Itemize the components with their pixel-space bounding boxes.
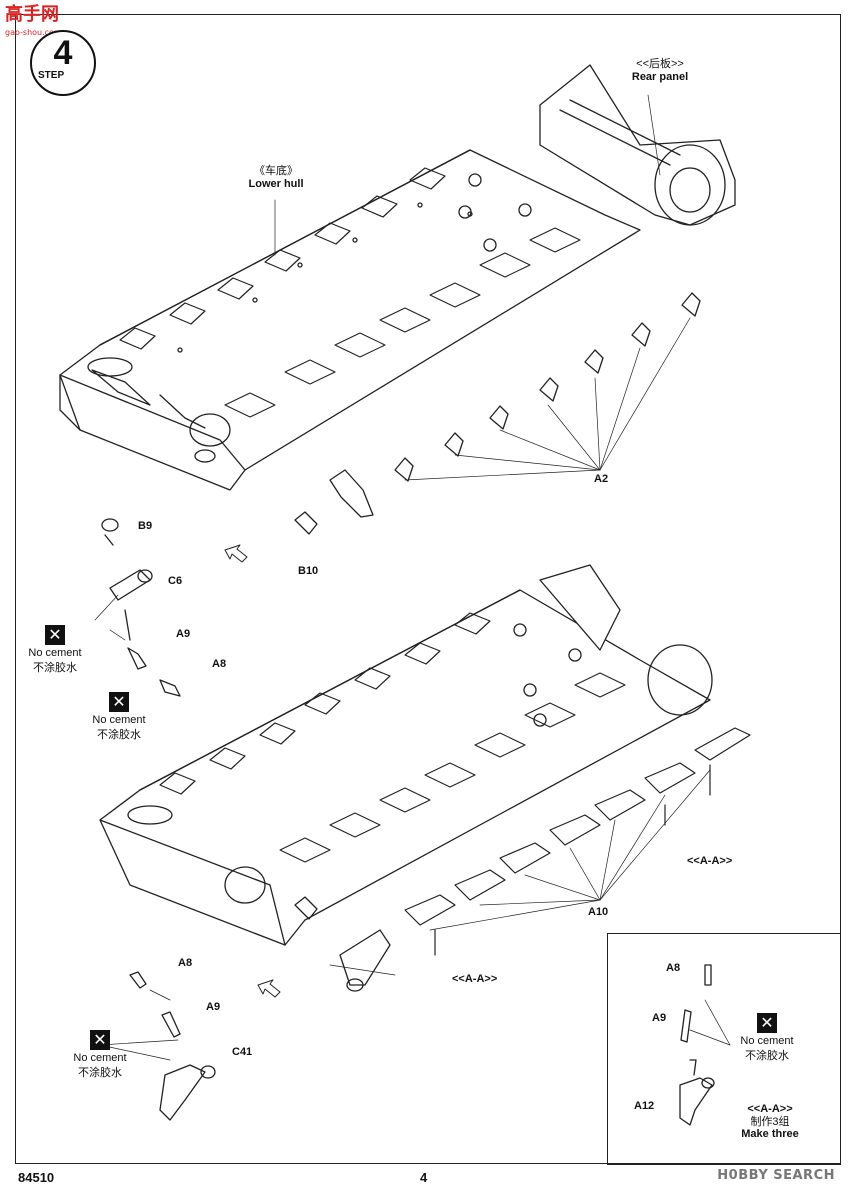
lower-hull-cn: 《车底》	[254, 165, 298, 177]
model-number: 84510	[18, 1170, 55, 1185]
no-cement-cn: 不涂胶水	[78, 1067, 122, 1079]
part-label-c41: C41	[232, 1046, 253, 1058]
part-label-a9-bottom: A9	[206, 1001, 221, 1013]
part-label-b9: B9	[138, 520, 153, 532]
rear-panel-cn: <<后板>>	[636, 58, 684, 70]
watermark-hobby-search: H0BBY SEARCH	[717, 1168, 835, 1183]
no-cement-cn: 不涂胶水	[97, 729, 141, 741]
no-cement-x-icon: ✕	[90, 1030, 110, 1050]
part-label-a8-top: A8	[212, 658, 227, 670]
c41-assembly	[99, 971, 216, 1121]
rear-panel-label: <<后板>> Rear panel	[615, 58, 705, 83]
inset-cn: 制作3组	[750, 1115, 790, 1128]
no-cement-en: No cement	[73, 1052, 127, 1064]
part-label-a10: A10	[588, 906, 609, 918]
no-cement-note-1: ✕ No cement 不涂胶水	[10, 625, 100, 675]
no-cement-x-icon: ✕	[757, 1013, 777, 1033]
section-label-aa-right: <<A-A>>	[687, 855, 733, 867]
inset-detail-box	[607, 933, 841, 1165]
watermark-logo: 高手网 gao-shou.com	[5, 6, 62, 42]
rear-panel-en: Rear panel	[631, 70, 689, 83]
section-label-aa-bottom: <<A-A>>	[452, 973, 498, 985]
inset-en: Make three	[741, 1128, 799, 1141]
page-number: 4	[420, 1170, 428, 1185]
inset-make-three: <<A-A>> 制作3组 Make three	[725, 1103, 815, 1141]
rear-panel	[539, 64, 736, 226]
inset-label-a9: A9	[652, 1012, 667, 1024]
inset-label-a8: A8	[666, 962, 681, 974]
part-label-c6: C6	[168, 575, 183, 587]
no-cement-cn: 不涂胶水	[745, 1050, 789, 1062]
no-cement-en: No cement	[740, 1035, 794, 1047]
front-arms	[294, 896, 396, 992]
lower-hull-en: Lower hull	[248, 177, 304, 190]
a2-parts	[394, 292, 701, 482]
no-cement-x-icon: ✕	[109, 692, 129, 712]
no-cement-note-2: ✕ No cement 不涂胶水	[74, 692, 164, 742]
part-label-a8-bottom: A8	[178, 957, 193, 969]
no-cement-note-3: ✕ No cement 不涂胶水	[55, 1030, 145, 1080]
no-cement-note-inset: ✕ No cement 不涂胶水	[722, 1013, 812, 1063]
page-frame	[15, 14, 841, 1164]
inset-label-a12: A12	[634, 1100, 655, 1112]
no-cement-x-icon: ✕	[45, 625, 65, 645]
step-word: STEP	[38, 70, 65, 81]
no-cement-en: No cement	[92, 714, 146, 726]
part-label-a2: A2	[594, 473, 609, 485]
lower-hull-bottom	[99, 564, 713, 946]
step-badge: 4 STEP	[30, 30, 96, 96]
inset-aa: <<A-A>>	[747, 1103, 793, 1115]
part-label-a9-top: A9	[176, 628, 191, 640]
watermark-url: gao-shou.com	[5, 28, 62, 37]
no-cement-cn: 不涂胶水	[33, 662, 77, 674]
watermark-brand: 高手网	[5, 4, 59, 25]
step-number: 4	[53, 34, 73, 72]
lower-hull-top	[59, 149, 641, 491]
a10-arms	[404, 727, 751, 956]
torsion-arm-c6-group	[94, 469, 374, 697]
inset-parts	[679, 964, 731, 1126]
no-cement-en: No cement	[28, 647, 82, 659]
part-label-b10: B10	[298, 565, 319, 577]
lower-hull-label: 《车底》 Lower hull	[236, 165, 316, 190]
